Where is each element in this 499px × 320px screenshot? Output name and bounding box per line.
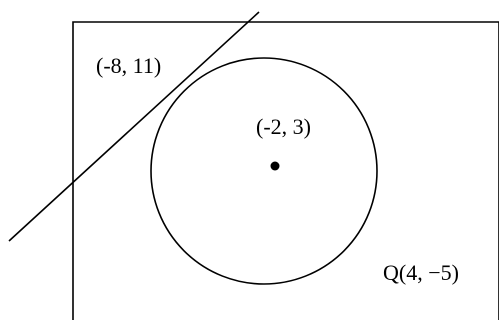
frame: [72, 21, 499, 320]
center-label: (-2, 3): [256, 114, 311, 139]
tangent-line: [8, 11, 260, 242]
circle: [150, 57, 378, 285]
point-q-label: Q(4, −5): [383, 260, 459, 285]
tangent-point-label: (-8, 11): [96, 53, 161, 78]
center-point: [270, 161, 280, 171]
circle-gap: [366, 244, 376, 256]
